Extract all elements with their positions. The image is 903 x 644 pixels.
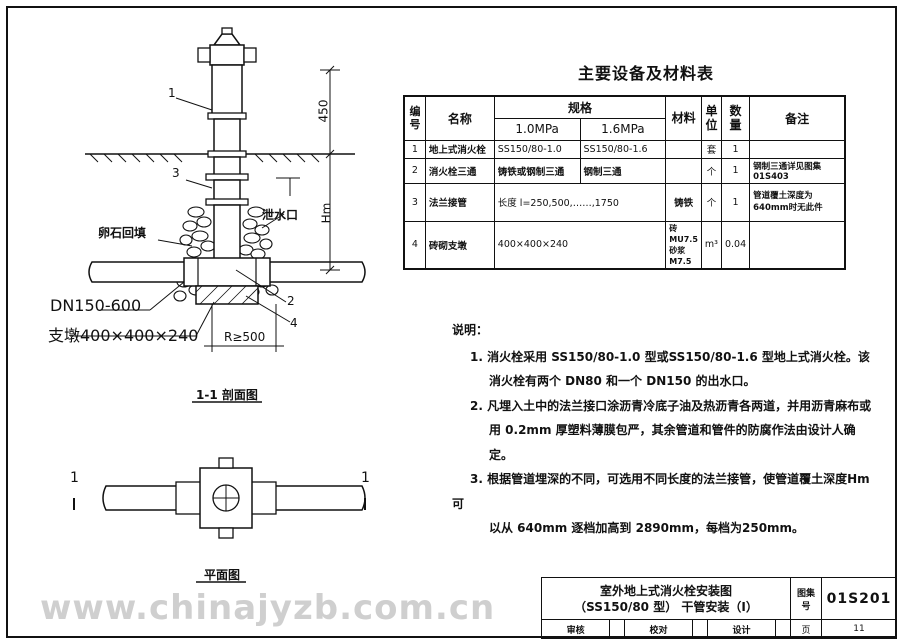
review-label: 审核 bbox=[540, 619, 611, 639]
col-spec-b: 1.6MPa bbox=[579, 117, 667, 141]
atlas-label: 图集号 bbox=[790, 577, 822, 620]
check-label: 校对 bbox=[623, 619, 694, 639]
note-item: 3. 根据管道埋深的不同，可选用不同长度的法兰接管，使管道覆土深度Hm可 bbox=[452, 467, 872, 516]
drawing-title-line2: （SS150/80 型） 干管安装（I） bbox=[574, 599, 758, 614]
cell-unit: 个 bbox=[700, 182, 722, 222]
table-row: 2 消火栓三通 铸铁或钢制三通 钢制三通 个 1 钢制三通详见图集01S403 bbox=[403, 157, 846, 184]
design-signature bbox=[775, 619, 791, 639]
col-remark: 备注 bbox=[749, 95, 846, 141]
callout-2: 2 bbox=[287, 294, 295, 308]
note-line: 用 0.2mm 厚塑料薄膜包严，其余管道和管件的防腐作法由设计人确定。 bbox=[489, 423, 856, 462]
sheet-border bbox=[6, 6, 897, 638]
cut-mark-right: 1 bbox=[361, 470, 370, 486]
note-item: 1. 消火栓采用 SS150/80-1.0 型或SS150/80-1.6 型地上… bbox=[452, 345, 872, 370]
cell-spec-b: SS150/80-1.6 bbox=[579, 139, 667, 159]
materials-table: 编号 名称 规格 材料 单位 数量 备注 1.0MPa 1.6MPa 1 地上式… bbox=[403, 95, 846, 270]
col-material: 材料 bbox=[665, 95, 702, 141]
atlas-number: 01S201 bbox=[821, 577, 897, 620]
cell-name: 法兰接管 bbox=[424, 182, 495, 222]
cell-name: 砖砌支墩 bbox=[424, 220, 495, 269]
cell-name: 地上式消火栓 bbox=[424, 139, 495, 159]
cell-material: 铸铁 bbox=[665, 182, 702, 222]
note-line: 以从 640mm 逐档加高到 2890mm，每档为250mm。 bbox=[489, 521, 805, 535]
callout-3: 3 bbox=[172, 166, 180, 180]
label-gravel-backfill: 卵石回填 bbox=[98, 226, 147, 240]
col-spec-a: 1.0MPa bbox=[493, 117, 581, 141]
cell-material bbox=[665, 139, 702, 159]
cell-qty: 1 bbox=[720, 139, 751, 159]
col-qty: 数量 bbox=[720, 95, 751, 141]
cell-no: 3 bbox=[403, 182, 426, 222]
title-block: 室外地上式消火栓安装图 （SS150/80 型） 干管安装（I） 图集号 01S… bbox=[540, 577, 897, 639]
callout-1: 1 bbox=[168, 86, 176, 100]
cell-remark bbox=[749, 220, 846, 269]
note-number: 1. bbox=[470, 349, 483, 364]
cell-spec-a: SS150/80-1.0 bbox=[493, 139, 581, 159]
cell-remark: 管道覆土深度为640mm时无此件 bbox=[749, 182, 846, 222]
table-title: 主要设备及材料表 bbox=[578, 64, 715, 83]
review-signature bbox=[609, 619, 625, 639]
cell-spec-a: 长度 l=250,500,……,1750 bbox=[493, 182, 667, 222]
note-number: 3. bbox=[470, 472, 483, 486]
note-line: 根据管道埋深的不同，可选用不同长度的法兰接管，使管道覆土深度Hm可 bbox=[452, 472, 870, 511]
cell-qty: 1 bbox=[720, 157, 751, 184]
note-number: 2. bbox=[470, 398, 483, 413]
page-number: 11 bbox=[821, 619, 897, 639]
col-no: 编号 bbox=[403, 95, 426, 141]
note-line: 消火栓有两个 DN80 和一个 DN150 的出水口。 bbox=[489, 374, 756, 388]
cell-qty: 0.04 bbox=[720, 220, 751, 269]
label-drain-outlet: 泄水口 bbox=[262, 208, 299, 222]
cell-name: 消火栓三通 bbox=[424, 157, 495, 184]
cell-qty: 1 bbox=[720, 182, 751, 222]
cell-no: 4 bbox=[403, 220, 426, 269]
note-item: 2. 凡埋入土中的法兰接口涂沥青冷底子油及热沥青各两道，并用沥青麻布或 bbox=[452, 394, 872, 419]
drawing-title-line1: 室外地上式消火栓安装图 bbox=[599, 583, 732, 598]
check-signature bbox=[692, 619, 708, 639]
notes-block: 说明： 1. 消火栓采用 SS150/80-1.0 型或SS150/80-1.6… bbox=[452, 318, 872, 541]
cell-spec-a: 400×400×240 bbox=[493, 220, 667, 269]
cell-spec-b: 钢制三通 bbox=[579, 157, 667, 184]
cut-mark-left: 1 bbox=[70, 470, 79, 486]
dim-hm: Hm bbox=[319, 202, 334, 224]
cell-no: 1 bbox=[403, 139, 426, 159]
cell-remark bbox=[749, 139, 846, 159]
section-title: 1-1 剖面图 bbox=[196, 388, 258, 402]
label-pier: 支墩400×400×240 bbox=[48, 326, 199, 345]
col-unit: 单位 bbox=[700, 95, 722, 141]
note-line: 凡埋入土中的法兰接口涂沥青冷底子油及热沥青各两道，并用沥青麻布或 bbox=[487, 398, 872, 413]
cell-material bbox=[665, 157, 702, 184]
cell-unit: m³ bbox=[700, 220, 722, 269]
table-row: 3 法兰接管 长度 l=250,500,……,1750 铸铁 个 1 管道覆土深… bbox=[403, 182, 846, 222]
watermark: www.chinajyzb.com.cn bbox=[40, 588, 496, 628]
cell-unit: 套 bbox=[700, 139, 722, 159]
drawing-title: 室外地上式消火栓安装图 （SS150/80 型） 干管安装（I） bbox=[541, 577, 791, 620]
col-name: 名称 bbox=[424, 95, 495, 141]
cell-remark: 钢制三通详见图集01S403 bbox=[749, 157, 846, 184]
note-line: 消火栓采用 SS150/80-1.0 型或SS150/80-1.6 型地上式消火… bbox=[487, 349, 870, 364]
cell-spec-a: 铸铁或钢制三通 bbox=[493, 157, 581, 184]
table-row: 4 砖砌支墩 400×400×240 砖MU7.5 砂浆M7.5 m³ 0.04 bbox=[403, 220, 846, 269]
cell-no: 2 bbox=[403, 157, 426, 184]
plan-title: 平面图 bbox=[204, 568, 241, 582]
label-dn-pipe: DN150-600 bbox=[50, 296, 142, 315]
label-radius: R≥500 bbox=[224, 330, 266, 344]
cell-unit: 个 bbox=[700, 157, 722, 184]
notes-heading: 说明： bbox=[452, 323, 489, 337]
callout-4: 4 bbox=[290, 316, 298, 330]
col-spec: 规格 bbox=[493, 95, 667, 119]
design-label: 设计 bbox=[706, 619, 777, 639]
table-row: 1 地上式消火栓 SS150/80-1.0 SS150/80-1.6 套 1 bbox=[403, 139, 846, 159]
page-label: 页 bbox=[790, 619, 822, 639]
dim-450: 450 bbox=[316, 99, 331, 123]
cell-material: 砖MU7.5 砂浆M7.5 bbox=[665, 220, 702, 269]
